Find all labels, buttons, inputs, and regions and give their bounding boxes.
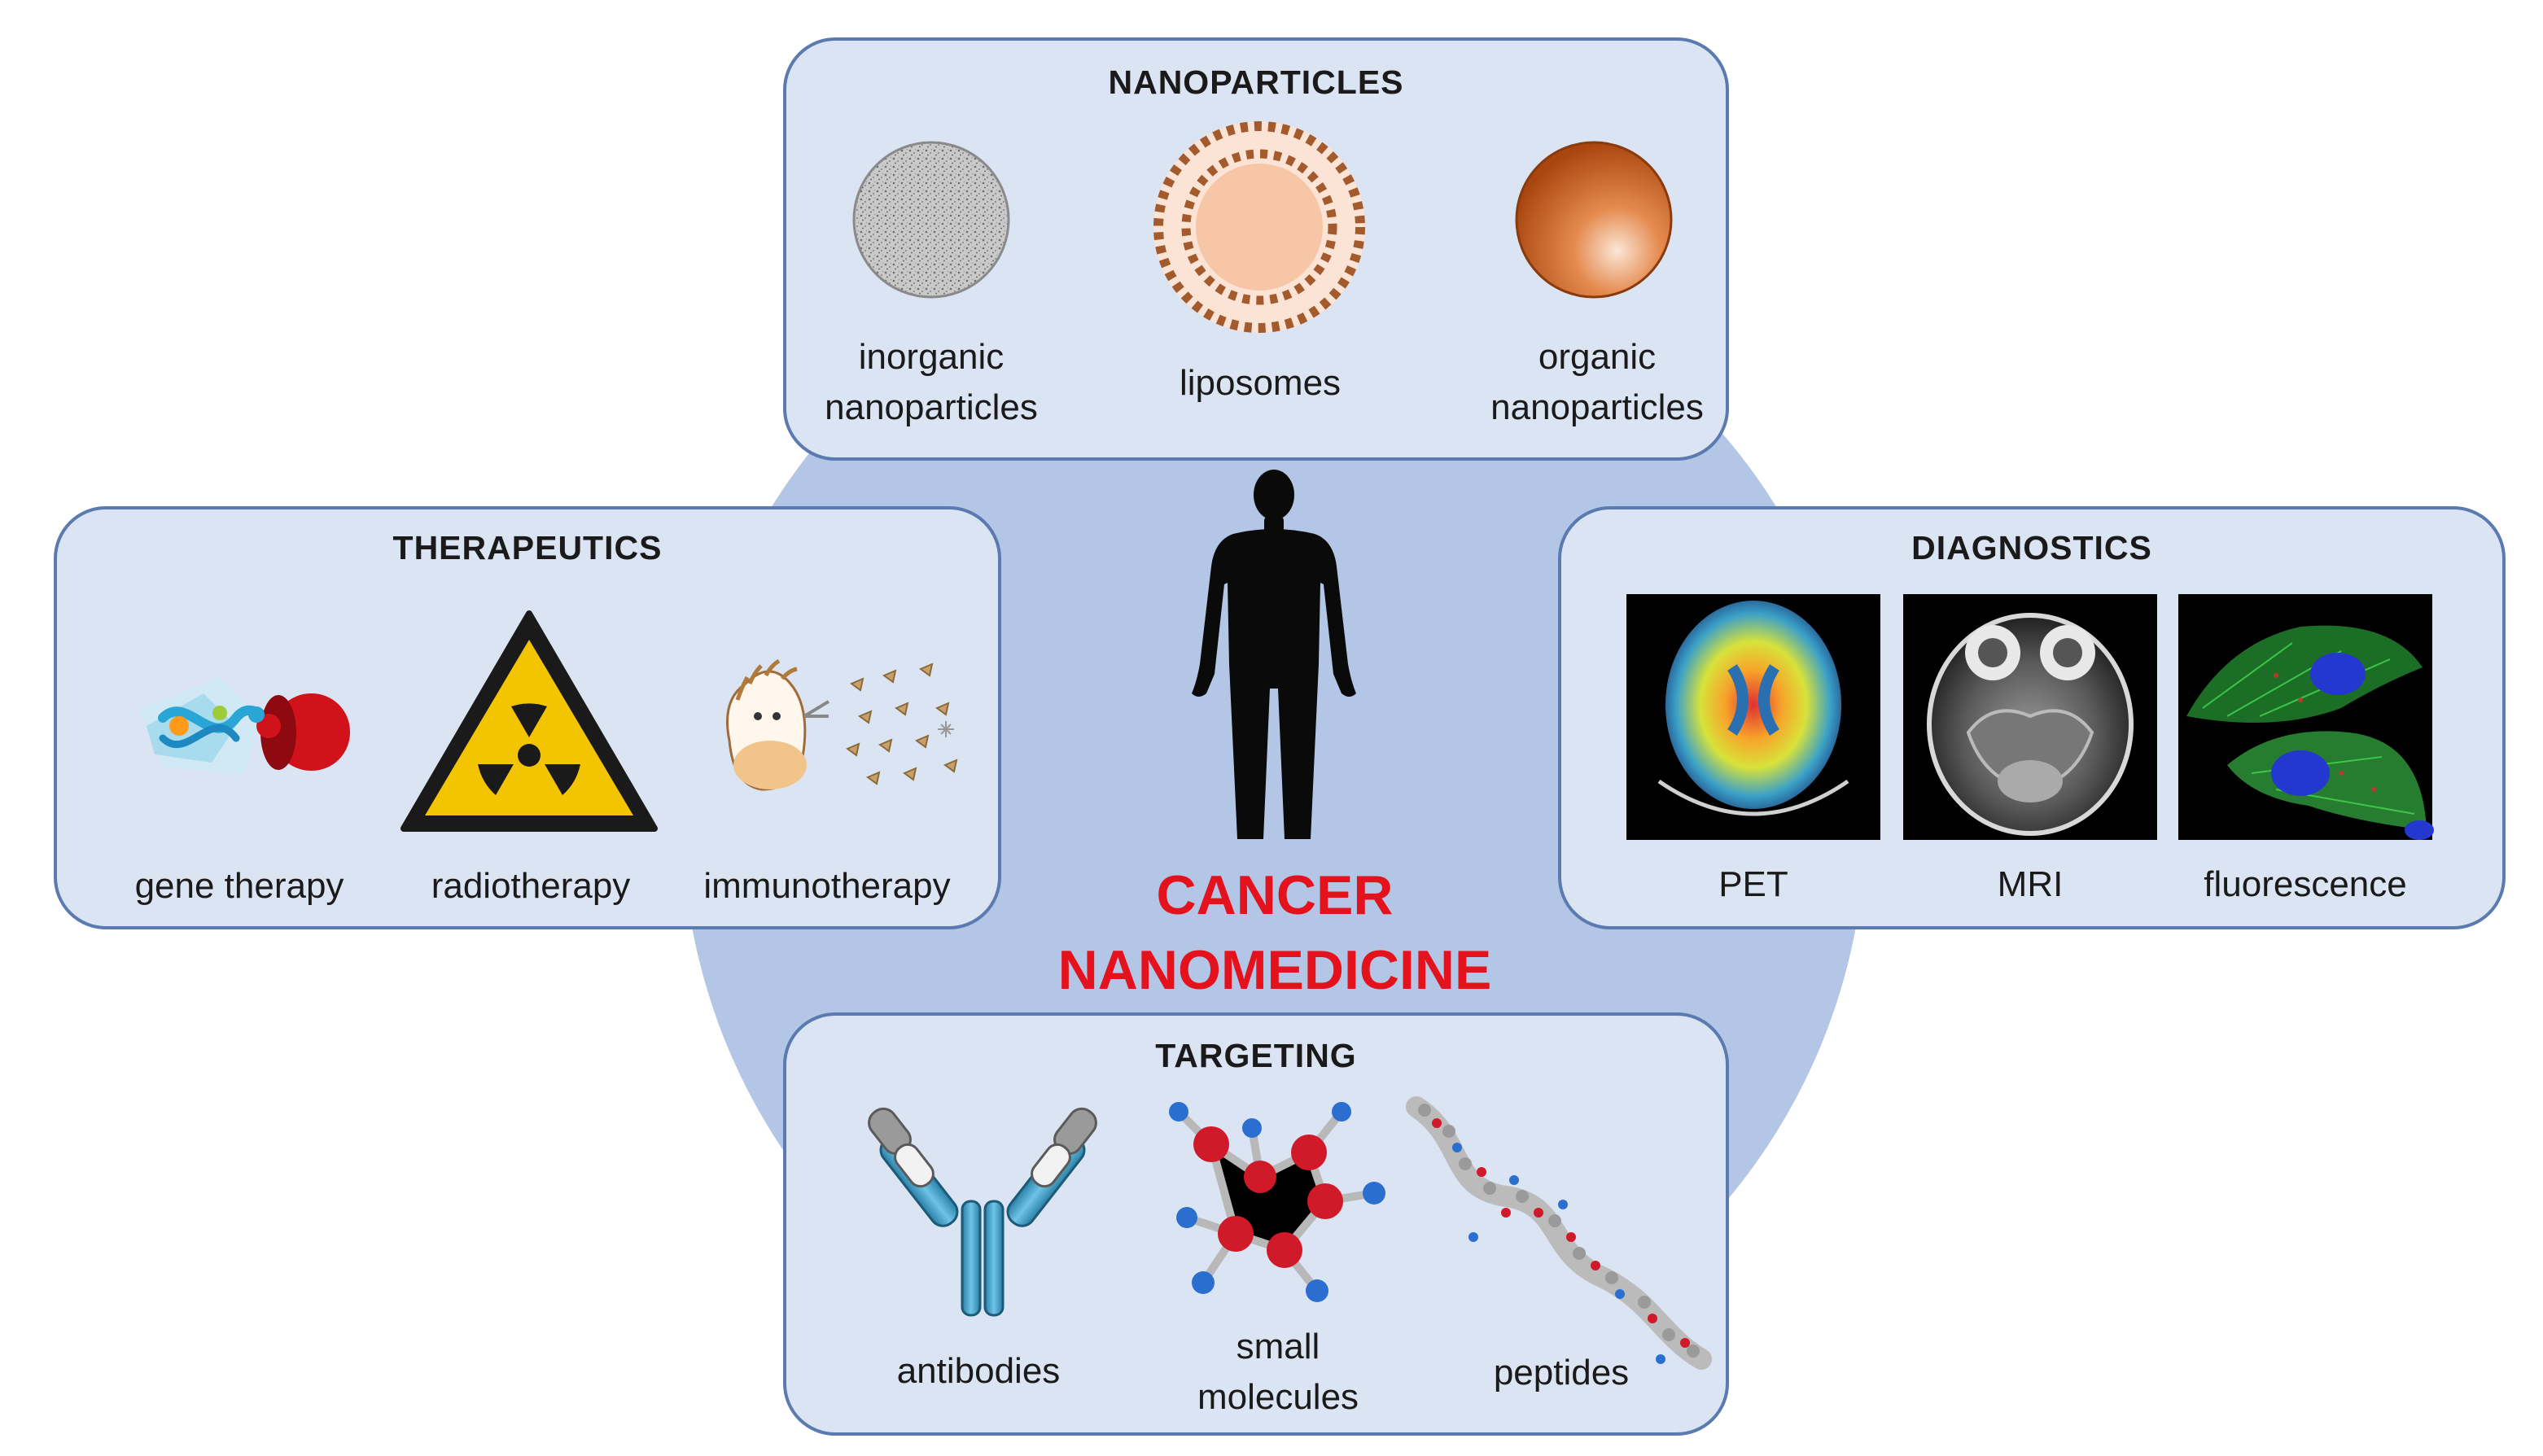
liposome-icon xyxy=(1153,121,1365,333)
peptides-label: peptides xyxy=(1493,1353,1630,1393)
mri-scan-image xyxy=(1903,594,2157,840)
fluorescence-image xyxy=(2178,594,2434,840)
small-molecule-icon xyxy=(1169,1102,1385,1302)
immune-cell-icon xyxy=(726,658,958,791)
nanoparticle-inorganic-icon xyxy=(852,141,1010,299)
nanoparticle-organic-icon xyxy=(1515,141,1673,299)
main-title-line1: CANCER xyxy=(1156,864,1394,926)
antibodies-label: antibodies xyxy=(896,1351,1061,1391)
organic-label-line1: organic xyxy=(1538,337,1657,377)
pet-label: PET xyxy=(1718,864,1788,904)
peptide-icon xyxy=(1406,1096,1712,1370)
human-silhouette-icon xyxy=(1192,470,1356,839)
inorganic-label-line1: inorganic xyxy=(858,337,1005,377)
radiotherapy-label: radiotherapy xyxy=(431,866,631,906)
mri-label: MRI xyxy=(1997,864,2064,904)
antibody-icon xyxy=(868,1107,1097,1317)
inorganic-label-line2: nanoparticles xyxy=(825,387,1038,427)
diagnostics-title: DIAGNOSTICS xyxy=(1911,529,2152,566)
radiation-warning-icon xyxy=(400,610,658,832)
therapeutics-title: THERAPEUTICS xyxy=(392,529,663,566)
gene-therapy-label: gene therapy xyxy=(134,866,344,906)
nanoparticles-title: NANOPARTICLES xyxy=(1108,63,1404,101)
small-molecules-label-line1: small xyxy=(1236,1327,1320,1366)
liposomes-label: liposomes xyxy=(1179,363,1342,403)
targeting-title: TARGETING xyxy=(1155,1037,1357,1074)
main-title-line2: NANOMEDICINE xyxy=(1057,939,1492,1001)
pet-scan-image xyxy=(1626,594,1880,840)
small-molecules-label-line2: molecules xyxy=(1197,1377,1359,1417)
immunotherapy-label: immunotherapy xyxy=(703,866,951,906)
gene-therapy-icon xyxy=(138,677,350,775)
organic-label-line2: nanoparticles xyxy=(1490,387,1704,427)
fluorescence-label: fluorescence xyxy=(2204,864,2407,904)
